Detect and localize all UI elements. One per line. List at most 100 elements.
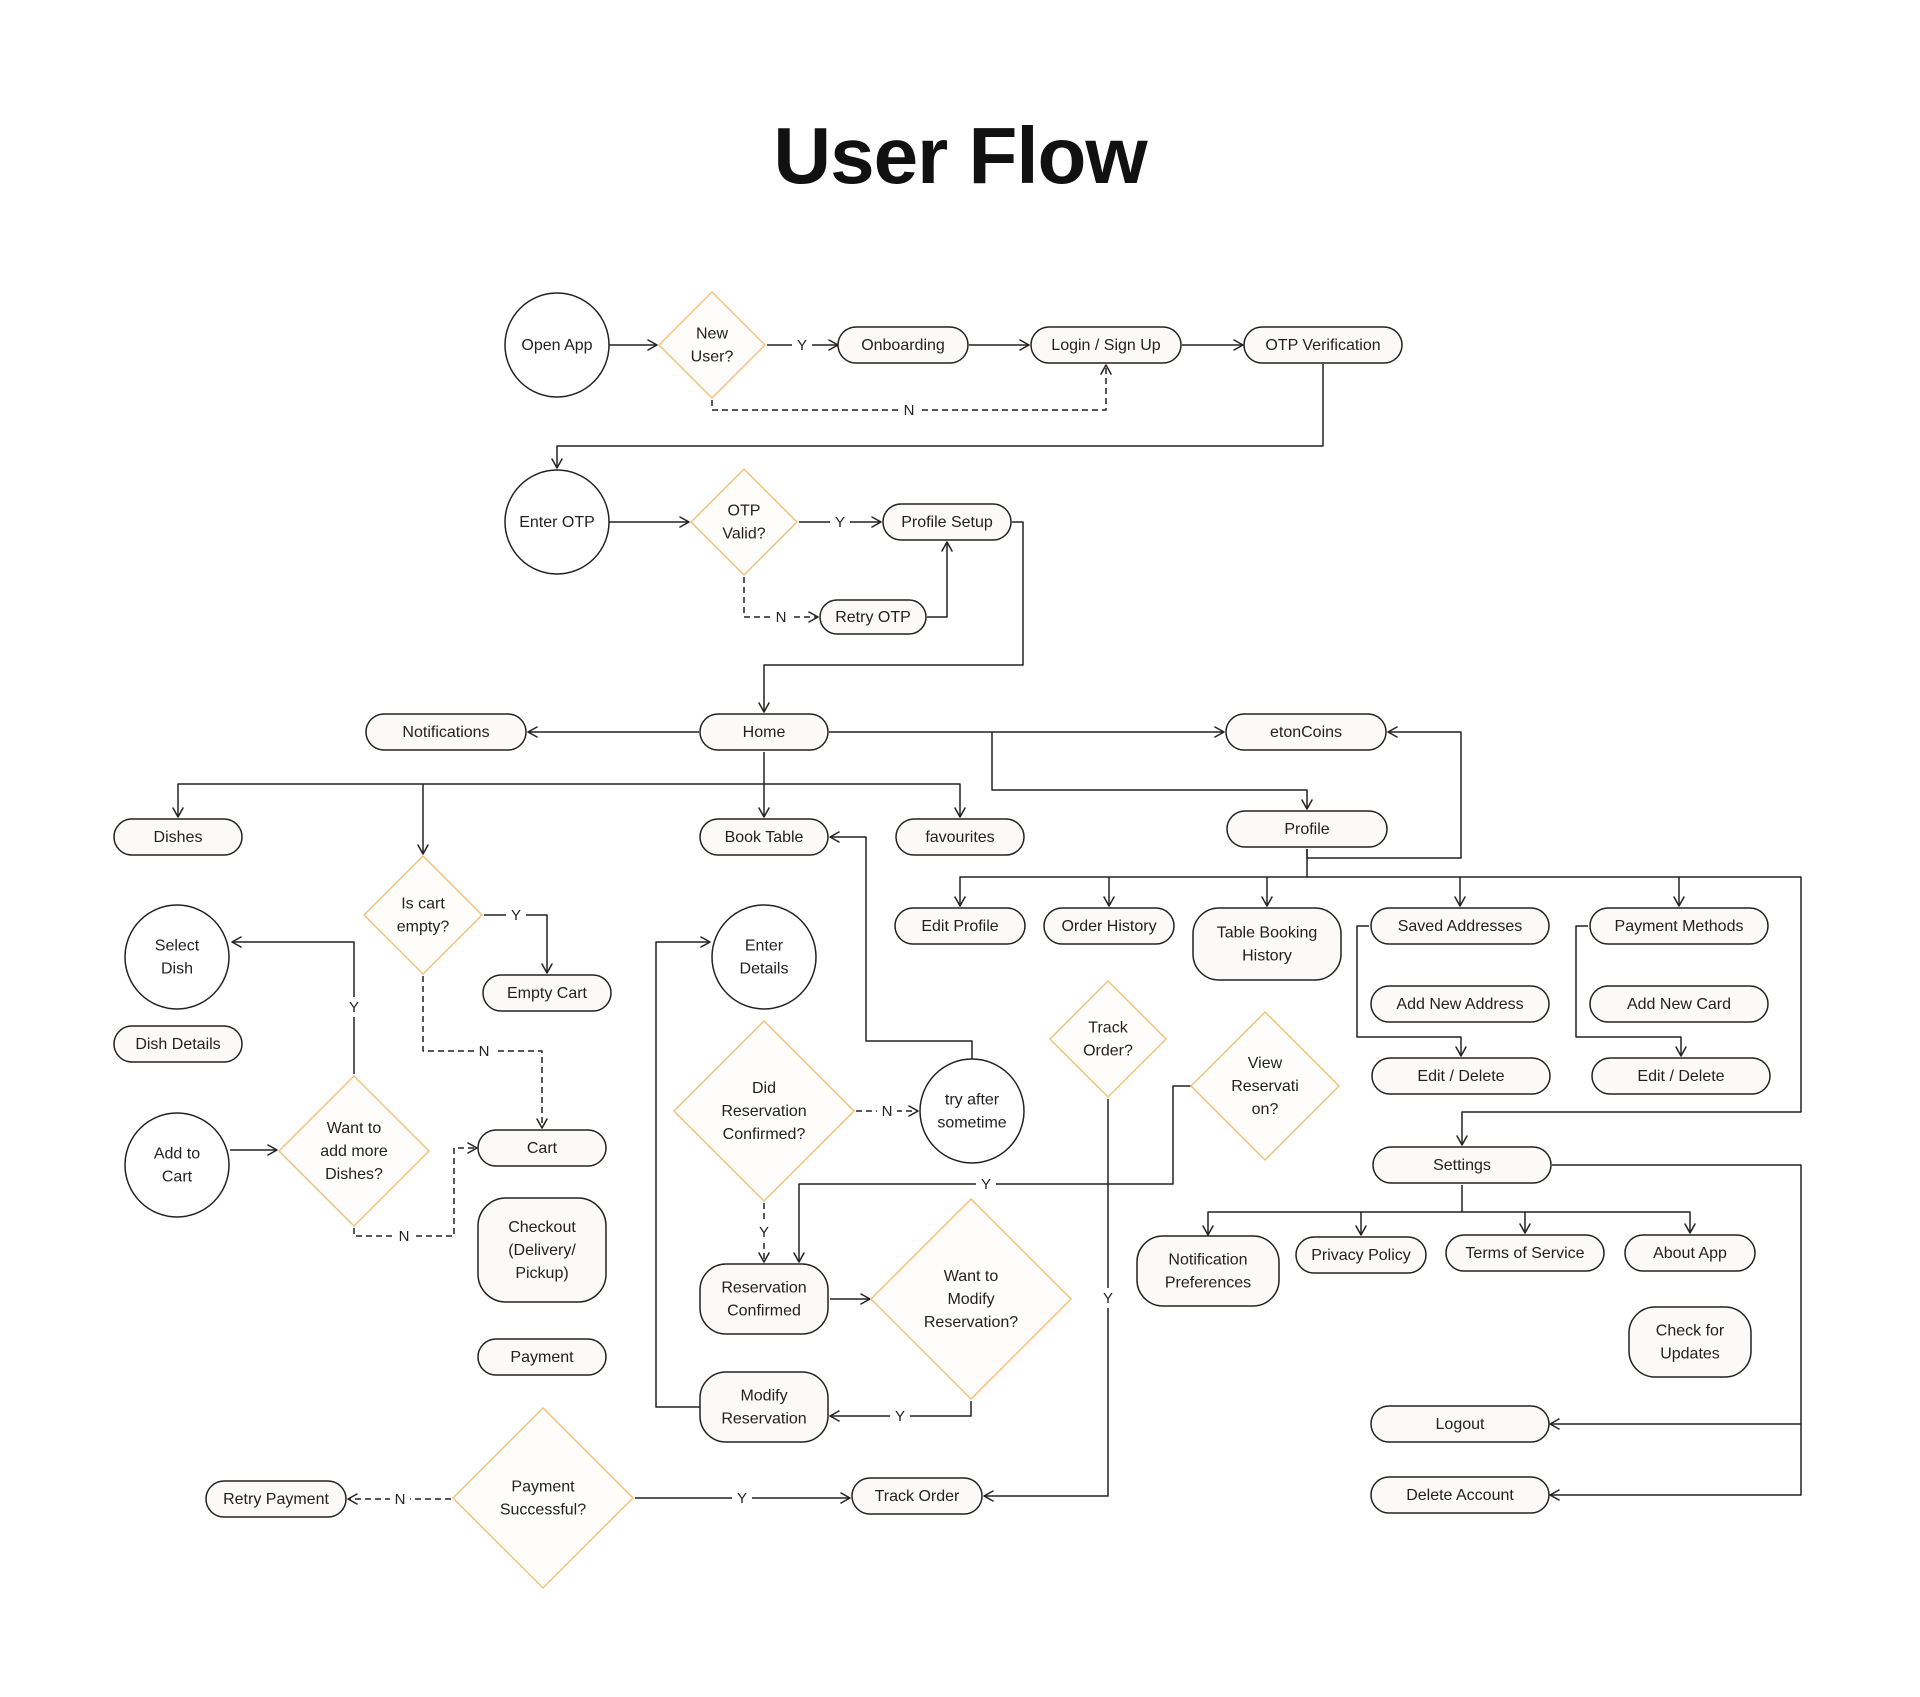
node-label: Payment Methods bbox=[1615, 918, 1744, 935]
node-login[interactable]: Login / Sign Up bbox=[1030, 326, 1182, 364]
node-label: Track Order bbox=[875, 1488, 960, 1505]
node-about-app[interactable]: About App bbox=[1624, 1234, 1756, 1272]
node-terms-of-service[interactable]: Terms of Service bbox=[1445, 1234, 1605, 1272]
node-shape-rect bbox=[699, 818, 829, 856]
node-home[interactable]: Home bbox=[699, 713, 829, 751]
edges-layer bbox=[172, 339, 1802, 1505]
node-shape-diamond bbox=[672, 1019, 856, 1203]
node-dishes[interactable]: Dishes bbox=[113, 818, 243, 856]
node-retry-payment[interactable]: Retry Payment bbox=[205, 1480, 347, 1518]
node-enter-otp[interactable]: Enter OTP bbox=[504, 469, 610, 575]
node-otp-verification[interactable]: OTP Verification bbox=[1243, 326, 1403, 364]
node-onboarding[interactable]: Onboarding bbox=[837, 326, 969, 364]
node-notifications[interactable]: Notifications bbox=[365, 713, 527, 751]
node-etoncoins[interactable]: etonCoins bbox=[1225, 713, 1387, 751]
edge-label-bg bbox=[976, 1174, 996, 1194]
node-shape-rect bbox=[1589, 985, 1769, 1023]
node-label: Reservati bbox=[1231, 1078, 1299, 1095]
edge-label-bg bbox=[474, 1041, 494, 1061]
edge-label-reservation-yes: Y bbox=[759, 1224, 769, 1241]
node-edit-delete-card[interactable]: Edit / Delete bbox=[1591, 1057, 1771, 1095]
node-privacy-policy[interactable]: Privacy Policy bbox=[1295, 1236, 1427, 1274]
node-payment-methods[interactable]: Payment Methods bbox=[1589, 907, 1769, 945]
node-dish-details[interactable]: Dish Details bbox=[113, 1025, 243, 1063]
node-label: Cart bbox=[162, 1169, 193, 1186]
node-label: Onboarding bbox=[861, 337, 945, 354]
edge-new-user-no bbox=[711, 364, 1112, 411]
edge-label-modify-yes: Y bbox=[895, 1408, 905, 1425]
node-label: New bbox=[696, 326, 728, 343]
node-empty-cart[interactable]: Empty Cart bbox=[482, 974, 612, 1012]
node-label: Checkout bbox=[508, 1219, 576, 1236]
node-settings[interactable]: Settings bbox=[1372, 1146, 1552, 1184]
node-shape-diamond bbox=[869, 1197, 1073, 1401]
node-shape-rect bbox=[895, 818, 1025, 856]
node-shape-circle bbox=[124, 1112, 230, 1218]
node-label: add more bbox=[320, 1143, 388, 1160]
node-edit-delete-address[interactable]: Edit / Delete bbox=[1371, 1057, 1551, 1095]
node-favourites[interactable]: favourites bbox=[895, 818, 1025, 856]
node-profile[interactable]: Profile bbox=[1226, 810, 1388, 848]
edge-label-bg bbox=[394, 1226, 414, 1246]
node-label: Home bbox=[743, 724, 786, 741]
node-logout[interactable]: Logout bbox=[1370, 1405, 1550, 1443]
node-label: Track bbox=[1088, 1020, 1128, 1037]
node-shape-rect bbox=[365, 713, 527, 751]
node-label: Add to bbox=[154, 1146, 200, 1163]
node-track-order[interactable]: Track Order bbox=[851, 1477, 983, 1515]
node-shape-rect bbox=[1043, 907, 1175, 945]
node-payment[interactable]: Payment bbox=[477, 1338, 607, 1376]
node-label: Profile Setup bbox=[901, 514, 993, 531]
node-open-app[interactable]: Open App bbox=[504, 292, 610, 398]
node-retry-otp[interactable]: Retry OTP bbox=[819, 599, 927, 635]
node-add-new-address[interactable]: Add New Address bbox=[1370, 985, 1550, 1023]
node-add-to-cart[interactable]: Add to Cart bbox=[124, 1112, 230, 1218]
node-add-new-card[interactable]: Add New Card bbox=[1589, 985, 1769, 1023]
node-delete-account[interactable]: Delete Account bbox=[1370, 1476, 1550, 1514]
node-edit-profile[interactable]: Edit Profile bbox=[894, 907, 1026, 945]
node-profile-setup[interactable]: Profile Setup bbox=[882, 503, 1012, 541]
node-shape-rect bbox=[1243, 326, 1403, 364]
node-shape-rect bbox=[1136, 1235, 1280, 1307]
edge-label-new-user-yes: Y bbox=[797, 337, 807, 354]
node-label: Modify bbox=[947, 1291, 994, 1308]
edge-settings-to-about-app bbox=[1525, 1211, 1696, 1234]
node-order-history[interactable]: Order History bbox=[1043, 907, 1175, 945]
edge-home-to-profile bbox=[991, 732, 1313, 810]
node-book-table[interactable]: Book Table bbox=[699, 818, 829, 856]
node-label: OTP Verification bbox=[1265, 337, 1380, 354]
node-label: Confirmed bbox=[727, 1303, 801, 1320]
edge-label-more-dishes-no: N bbox=[399, 1228, 410, 1245]
node-label: Payment bbox=[511, 1479, 575, 1496]
node-label: Want to bbox=[944, 1268, 999, 1285]
node-label: Select bbox=[155, 938, 200, 955]
node-checkout[interactable]: Checkout(Delivery/Pickup) bbox=[477, 1197, 607, 1303]
node-label: Reservation? bbox=[924, 1314, 1018, 1331]
node-saved-addresses[interactable]: Saved Addresses bbox=[1370, 907, 1550, 945]
node-label: Successful? bbox=[500, 1502, 586, 1519]
node-label: Is cart bbox=[401, 896, 445, 913]
node-shape-diamond bbox=[657, 290, 767, 400]
node-label: etonCoins bbox=[1270, 724, 1342, 741]
node-label: Notification bbox=[1168, 1252, 1247, 1269]
node-cart[interactable]: Cart bbox=[477, 1129, 607, 1167]
node-label: Dishes bbox=[154, 829, 203, 846]
